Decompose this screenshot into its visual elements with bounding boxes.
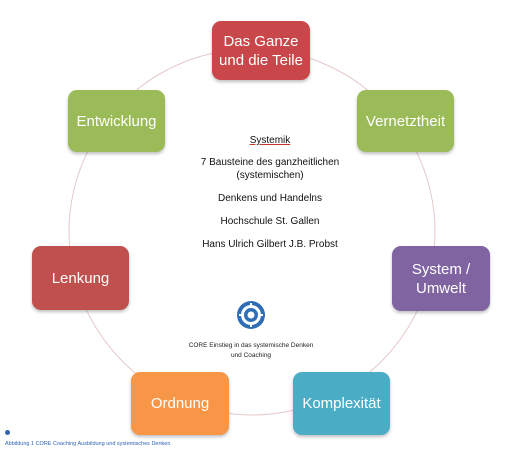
node-system-umwelt-label: System / Umwelt bbox=[411, 260, 471, 297]
center-text-block: Systemik 7 Bausteine des ganzheitlichen … bbox=[165, 134, 375, 261]
core-logo-icon bbox=[237, 301, 265, 329]
node-entwicklung-label: Entwicklung bbox=[76, 112, 157, 130]
center-line-3: Hochschule St. Gallen bbox=[220, 216, 320, 227]
node-das-ganze: Das Ganze und die Teile bbox=[212, 21, 310, 80]
node-ordnung-label: Ordnung bbox=[150, 395, 210, 412]
center-title: Systemik bbox=[249, 135, 291, 146]
node-lenkung: Lenkung bbox=[32, 246, 129, 310]
logo-caption: CORE Einstieg in das systemische Denken … bbox=[188, 342, 314, 359]
node-system-umwelt: System / Umwelt bbox=[392, 246, 490, 311]
node-lenkung-label: Lenkung bbox=[51, 269, 110, 287]
node-vernetztheit-label: Vernetztheit bbox=[365, 112, 446, 130]
node-komplexitaet: Komplexität bbox=[293, 372, 390, 435]
center-line-4: Hans Ulrich Gilbert J.B. Probst bbox=[202, 239, 338, 250]
caption-marker-icon bbox=[5, 430, 10, 435]
center-line-2: Denkens und Handelns bbox=[218, 193, 322, 204]
figure-caption: Abbildung 1 CORE Coaching Ausbildung und… bbox=[5, 441, 171, 447]
node-entwicklung: Entwicklung bbox=[68, 90, 165, 152]
node-komplexitaet-label: Komplexität bbox=[302, 395, 381, 412]
node-vernetztheit: Vernetztheit bbox=[357, 90, 454, 152]
center-line-1: 7 Bausteine des ganzheitlichen (systemis… bbox=[200, 157, 340, 181]
node-das-ganze-label: Das Ganze und die Teile bbox=[219, 32, 303, 69]
node-ordnung: Ordnung bbox=[131, 372, 229, 435]
